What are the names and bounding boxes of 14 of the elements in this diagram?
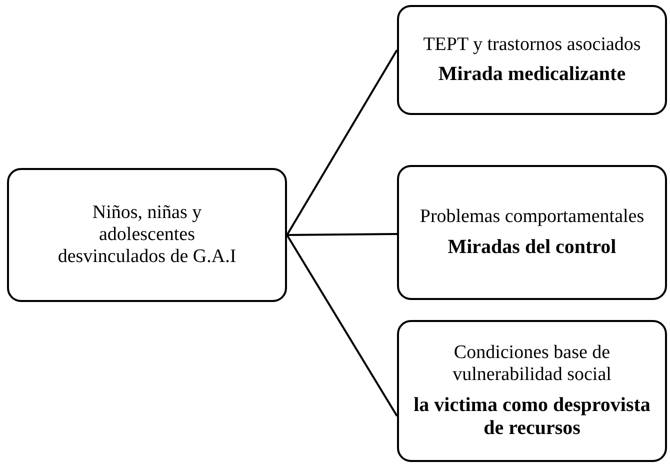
connector-line (286, 49, 398, 236)
bold-caption: la victima como desprovista de recursos (412, 394, 652, 440)
rounded-box (7, 168, 287, 302)
node-text: TEPT y trastornos asociados (423, 34, 641, 56)
node-text: Niños, niñas y adolescentes desvinculados de G.A.I (56, 202, 238, 268)
rounded-box (397, 320, 667, 462)
rounded-box (397, 165, 667, 300)
bold-caption: Miradas del control (448, 236, 616, 259)
connector-line (286, 233, 398, 236)
bold-caption: Mirada medicalizante (438, 63, 626, 86)
connector-line (286, 234, 398, 417)
rounded-box (397, 5, 667, 115)
node-text: Condiciones base de vulnerabilidad social (452, 342, 612, 386)
node-text: Problemas comportamentales (420, 206, 644, 228)
